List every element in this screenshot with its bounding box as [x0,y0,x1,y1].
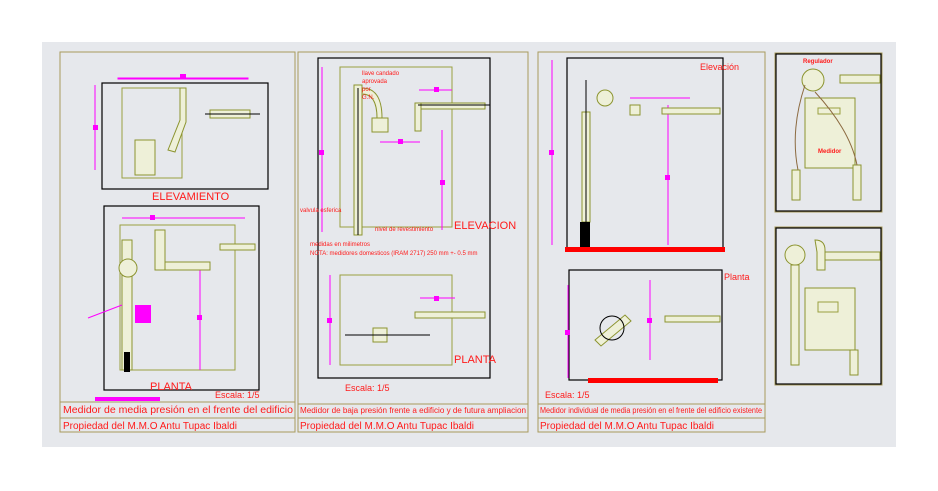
plan-label: PLANTA [150,381,193,393]
regulator-label: Regulador [803,59,833,65]
lock-note-line: llave candado [362,71,400,77]
elevation-label: Elevación [700,62,739,72]
plan-label: PLANTA [454,354,497,366]
panel-frame [774,226,883,386]
scale-label: Escala: 1/5 [215,390,260,400]
owner-label: Propiedad del M.M.O Antu Tupac Ibaldi [540,421,714,432]
lock-note-line: por [362,87,371,93]
owner-label: Propiedad del M.M.O Antu Tupac Ibaldi [300,421,474,432]
meter-label: Medidor [818,149,842,155]
owner-label: Propiedad del M.M.O Antu Tupac Ibaldi [63,421,237,432]
panel-title: Medidor individual de media presión en e… [540,406,762,415]
elevation-label: ELEVACION [454,220,516,232]
panel-frame [297,51,529,433]
panel-meter-regulator-isometric: Regulador Medidor [774,52,883,213]
plan-label: Planta [724,272,750,282]
panel-individual-media-presion: Elevación Planta Escala: 1/5 Medidor ind… [537,51,766,433]
nota-text: NOTA: medidores domesticos (IRAM 2717) 2… [310,251,477,257]
elevation-box [101,82,269,190]
scale-bar [95,397,160,401]
panel-meter-isometric [774,226,883,386]
elevation-box [317,57,491,379]
lock-note-line: aprovada [362,79,388,85]
lock-note-line: G.N. [362,95,375,101]
level-note: nivel de revestimiento [375,227,434,233]
scale-label: Escala: 1/5 [545,390,590,400]
units-note: medidas en milimetros [310,242,370,248]
elevation-label: ELEVAMIENTO [152,191,230,203]
valve-note: valvula esferica [300,208,342,214]
panel-title: Medidor de media presión en el frente de… [63,405,293,416]
scale-label: Escala: 1/5 [345,383,390,393]
panel-frame [537,51,766,433]
plan-box [103,205,260,391]
panel-frame [59,51,296,433]
panel-frame [774,52,883,213]
panel-media-presion-frente: ELEVAMIENTO PLANTA Escala: 1/5 Medidor d… [59,51,296,433]
panel-title: Medidor de baja presión frente a edifici… [300,406,526,415]
panel-baja-presion: llave candado aprovada por G.N. valvula … [297,51,529,433]
